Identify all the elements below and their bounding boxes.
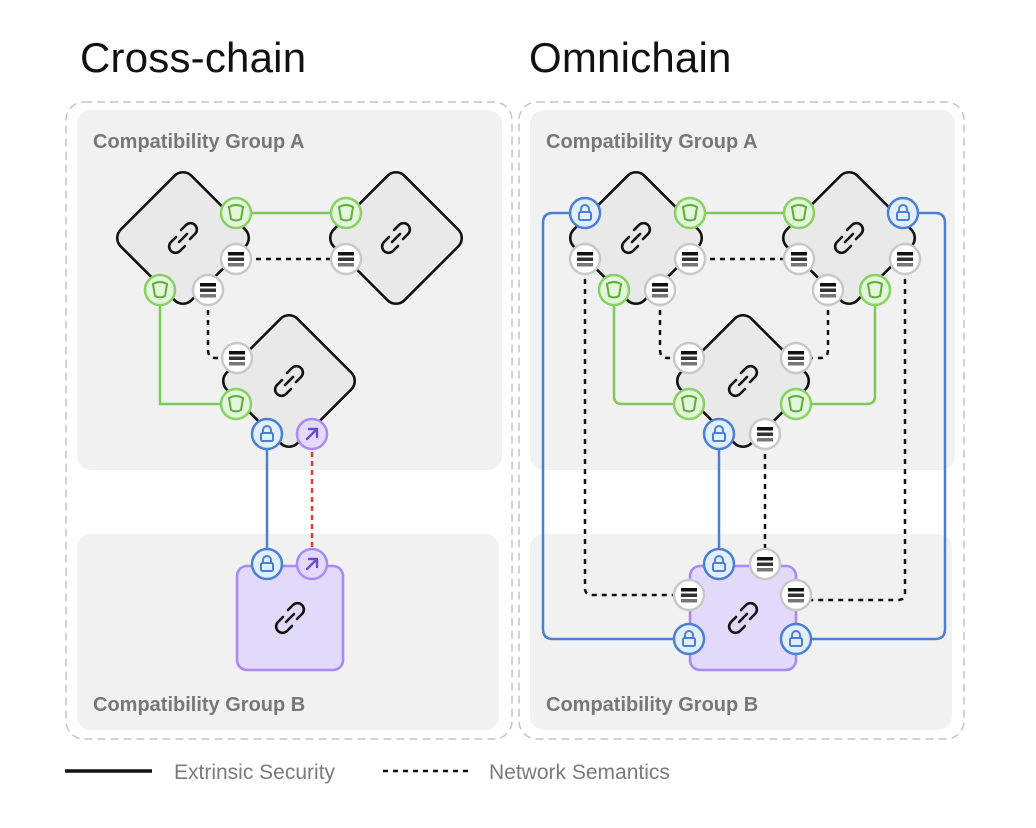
lock-icon[interactable]: [779, 622, 813, 656]
group-label-b-left: Compatibility Group B: [93, 694, 305, 716]
lock-icon[interactable]: [886, 196, 920, 230]
network-link: [796, 259, 907, 602]
lock-icon[interactable]: [702, 417, 736, 451]
chain-node[interactable]: [565, 167, 706, 308]
stack-icon[interactable]: [220, 341, 254, 375]
stack-icon[interactable]: [643, 273, 677, 307]
shield-icon[interactable]: [858, 273, 892, 307]
network-link: [206, 290, 237, 360]
chain-node[interactable]: [672, 310, 813, 451]
network-link: [583, 259, 689, 597]
chain-node-target[interactable]: [235, 564, 345, 672]
legend-solid-label: Extrinsic Security: [174, 761, 336, 784]
stack-icon[interactable]: [672, 578, 706, 612]
shield-icon[interactable]: [143, 273, 177, 307]
group-label-b-right: Compatibility Group B: [546, 694, 758, 716]
stack-icon[interactable]: [672, 341, 706, 375]
shield-icon[interactable]: [219, 196, 253, 230]
stack-icon[interactable]: [888, 242, 922, 276]
lock-icon[interactable]: [672, 622, 706, 656]
security-link: [612, 290, 689, 406]
lock-icon[interactable]: [250, 417, 284, 451]
stack-icon[interactable]: [811, 273, 845, 307]
lock-icon[interactable]: [568, 196, 602, 230]
security-link: [158, 290, 236, 406]
legend-dotted-label: Network Semantics: [489, 761, 670, 784]
extrinsic-security-link: [541, 211, 689, 641]
shield-icon[interactable]: [329, 196, 363, 230]
stack-icon[interactable]: [748, 417, 782, 451]
shield-icon[interactable]: [219, 387, 253, 421]
extrinsic-security-link: [796, 211, 947, 641]
stack-icon[interactable]: [219, 242, 253, 276]
panel-title-omnichain: Omnichain: [529, 34, 732, 81]
connections-left: [158, 211, 346, 563]
stack-icon[interactable]: [782, 242, 816, 276]
stack-icon[interactable]: [568, 242, 602, 276]
chain-node[interactable]: [325, 167, 466, 308]
network-link: [796, 290, 830, 360]
stack-icon[interactable]: [673, 242, 707, 276]
stack-icon[interactable]: [748, 547, 782, 581]
shield-icon[interactable]: [782, 196, 816, 230]
stack-icon[interactable]: [779, 578, 813, 612]
arrow-up-right-icon[interactable]: [295, 417, 329, 451]
arrow-up-right-icon[interactable]: [295, 547, 329, 581]
stack-icon[interactable]: [779, 341, 813, 375]
shield-icon[interactable]: [597, 273, 631, 307]
legend: Extrinsic Security Network Semantics: [65, 761, 670, 784]
panel-title-cross-chain: Cross-chain: [80, 34, 307, 81]
chain-node[interactable]: [778, 167, 919, 308]
shield-icon[interactable]: [673, 196, 707, 230]
group-label-a-left: Compatibility Group A: [93, 131, 304, 153]
lock-icon[interactable]: [702, 547, 736, 581]
security-link: [796, 290, 877, 406]
stack-icon[interactable]: [191, 273, 225, 307]
shield-icon[interactable]: [779, 387, 813, 421]
connections-right: [541, 211, 947, 641]
chain-node[interactable]: [112, 167, 253, 308]
group-label-a-right: Compatibility Group A: [546, 131, 757, 153]
lock-icon[interactable]: [250, 547, 284, 581]
stack-icon[interactable]: [329, 242, 363, 276]
chain-node-target[interactable]: [688, 564, 798, 672]
chain-node[interactable]: [218, 310, 359, 451]
network-link: [658, 290, 689, 360]
shield-icon[interactable]: [672, 387, 706, 421]
